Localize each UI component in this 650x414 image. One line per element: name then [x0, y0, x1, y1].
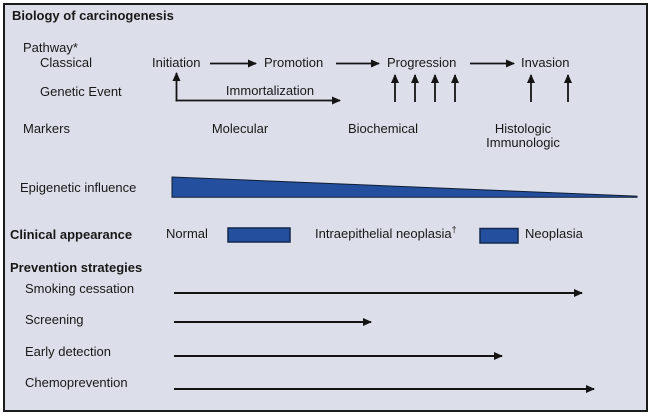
neoplasia-box: [479, 227, 519, 244]
epigenetic-influence-wedge: [171, 176, 638, 198]
clinical-state-normal: Normal: [166, 226, 208, 241]
invasion-up-arrows: [527, 74, 572, 102]
stage-progression: Progression: [387, 55, 457, 70]
prevention-chemoprevention: Chemoprevention: [25, 375, 128, 390]
marker-histologic: Histologic: [494, 121, 552, 136]
prevention-early-detection: Early detection: [25, 344, 111, 359]
prevention-strategies-label: Prevention strategies: [10, 260, 143, 275]
prevention-arrows: [174, 289, 595, 393]
prevention-smoking-cessation: Smoking cessation: [25, 281, 135, 296]
figure-frame: [3, 3, 648, 412]
marker-immunologic: Immunologic: [486, 135, 560, 150]
marker-molecular: Molecular: [211, 121, 269, 136]
pathway-label: Pathway*: [23, 40, 78, 55]
pathway-row-genetic-event: Genetic Event: [40, 84, 122, 99]
stage-invasion: Invasion: [521, 55, 570, 70]
intraepithelial-neoplasia-box: [227, 227, 291, 243]
prevention-screening: Screening: [25, 312, 84, 327]
immortalization-label: Immortalization: [225, 83, 315, 98]
clinical-state-intraepithelial-neoplasia: Intraepithelial neoplasia†: [315, 224, 457, 241]
dagger-footnote-mark: †: [451, 224, 457, 235]
pathway-row-classical: Classical: [40, 55, 93, 70]
markers-label: Markers: [23, 121, 70, 136]
stage-promotion: Promotion: [264, 55, 324, 70]
clinical-appearance-label: Clinical appearance: [10, 227, 133, 242]
epigenetic-influence-label: Epigenetic influence: [20, 180, 137, 195]
clinical-state-intraepithelial-text: Intraepithelial neoplasia: [315, 226, 452, 241]
marker-biochemical: Biochemical: [347, 121, 419, 136]
progression-up-arrows: [391, 74, 459, 102]
clinical-state-neoplasia: Neoplasia: [525, 226, 583, 241]
stage-initiation: Initiation: [152, 55, 201, 70]
figure-title: Biology of carcinogenesis: [12, 8, 174, 23]
immortalization-arrow: [172, 72, 341, 105]
